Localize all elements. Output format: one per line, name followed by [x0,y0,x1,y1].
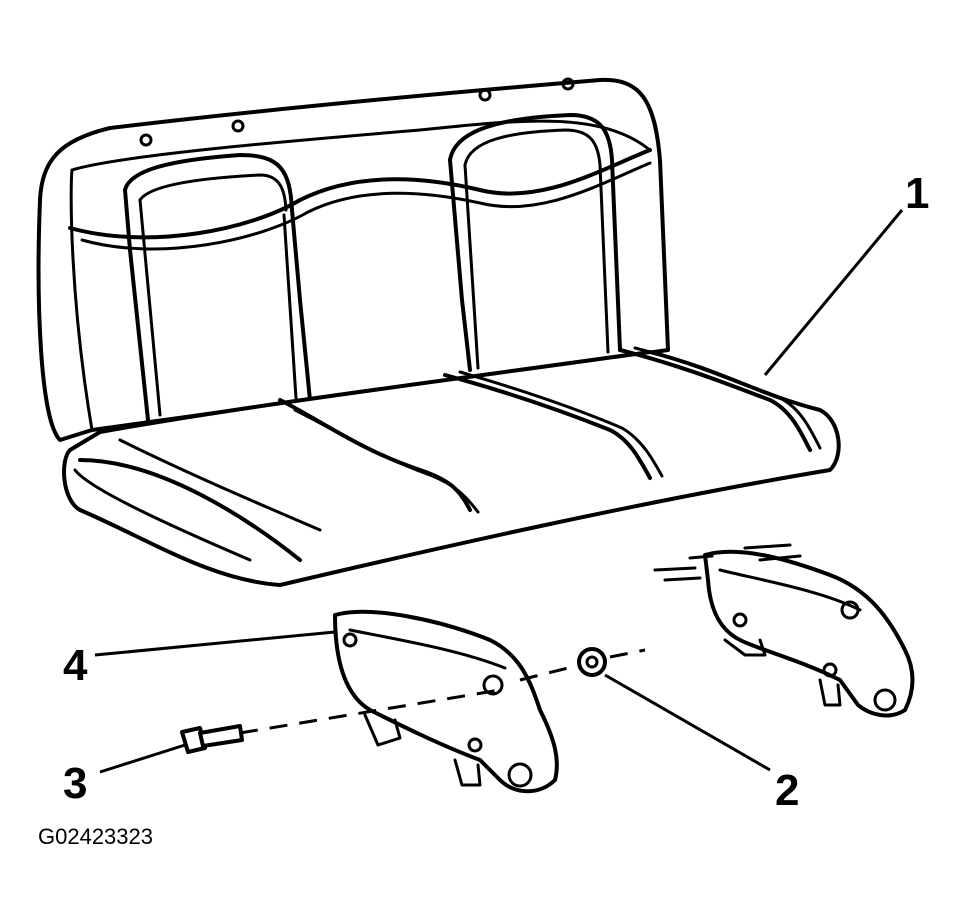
leader-1 [763,209,904,376]
seat-bracket-left [333,609,559,794]
callout-1: 1 [905,169,929,218]
callout-4: 4 [63,641,88,690]
washer [577,647,607,677]
callout-3: 3 [63,759,87,808]
leader-3 [99,743,186,774]
assembly-axis-3 [609,648,646,659]
leader-4 [94,630,336,657]
bench-seat [36,77,841,587]
assembly-axis-2 [519,663,581,682]
bolt [180,724,244,754]
assembly-axis [239,688,501,735]
callout-2: 2 [775,766,799,815]
seat-bracket-right [653,543,915,718]
figure-id: G02423323 [38,824,153,849]
leader-2 [604,673,771,772]
